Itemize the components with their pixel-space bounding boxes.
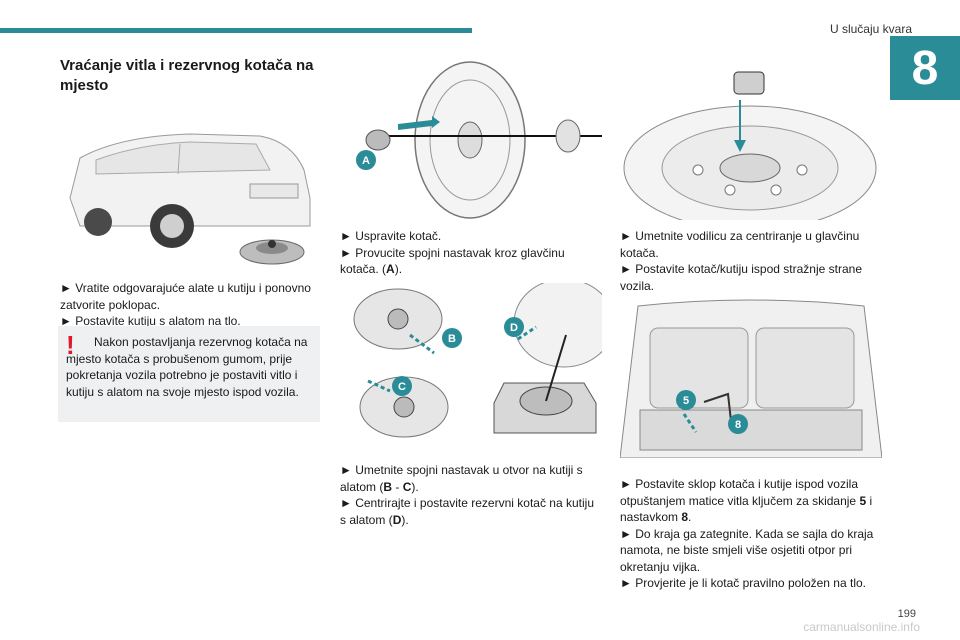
section-title: U slučaju kvara	[829, 22, 912, 36]
label-c: C	[398, 381, 406, 393]
middle-step-4: ► Centrirajte i postavite rezervni kotač…	[340, 496, 594, 527]
page-heading: Vraćanje vitla i rezervnog kotača na mje…	[60, 57, 314, 94]
label-a: A	[362, 155, 370, 167]
right-step-1: ► Umetnite vodilicu za centriranje u gla…	[620, 229, 860, 260]
wheel-on-toolbox-illustration-d: D	[493, 283, 602, 434]
toolbox-insert-illustration-bc: B C	[340, 283, 470, 455]
header-accent-bar	[0, 28, 472, 33]
label-8: 8	[735, 419, 741, 431]
right-step-3: ► Postavite sklop kotača i kutije ispod …	[620, 477, 873, 524]
warning-text: Nakon postavljanja rezervnog kotača na m…	[66, 335, 308, 399]
centering-guide-illustration	[623, 71, 877, 220]
label-b: B	[448, 333, 456, 345]
trunk-winch-illustration: 5 8	[620, 299, 882, 458]
warning-icon: !	[66, 330, 75, 360]
chapter-number: 8	[890, 36, 960, 100]
label-5: 5	[683, 395, 689, 407]
car-with-toolbox-illustration	[69, 133, 311, 265]
label-d: D	[510, 322, 518, 334]
middle-step-1: ► Uspravite kotač.	[340, 229, 442, 243]
page-number: 199	[897, 608, 916, 620]
warning-box: ! Nakon postavljanja rezervnog kotača na…	[58, 326, 320, 422]
middle-step-2: ► Provucite spojni nastavak kroz glavčin…	[340, 245, 565, 277]
middle-step-3: ► Umetnite spojni nastavak u otvor na ku…	[340, 463, 583, 494]
right-step-4: ► Do kraja ga zategnite. Kada se sajla d…	[620, 526, 874, 574]
left-step-2: ► Postavite kutiju s alatom na tlo.	[60, 314, 241, 328]
left-step-1: ► Vratite odgovarajuće alate u kutiju i …	[60, 281, 311, 312]
right-step-2: ► Postavite kotač/kutiju ispod stražnje …	[620, 262, 862, 293]
right-step-5: ► Provjerite je li kotač pravilno polože…	[620, 576, 866, 590]
watermark: carmanualsonline.info	[803, 620, 920, 634]
wheel-hub-illustration-a: A	[356, 61, 602, 219]
